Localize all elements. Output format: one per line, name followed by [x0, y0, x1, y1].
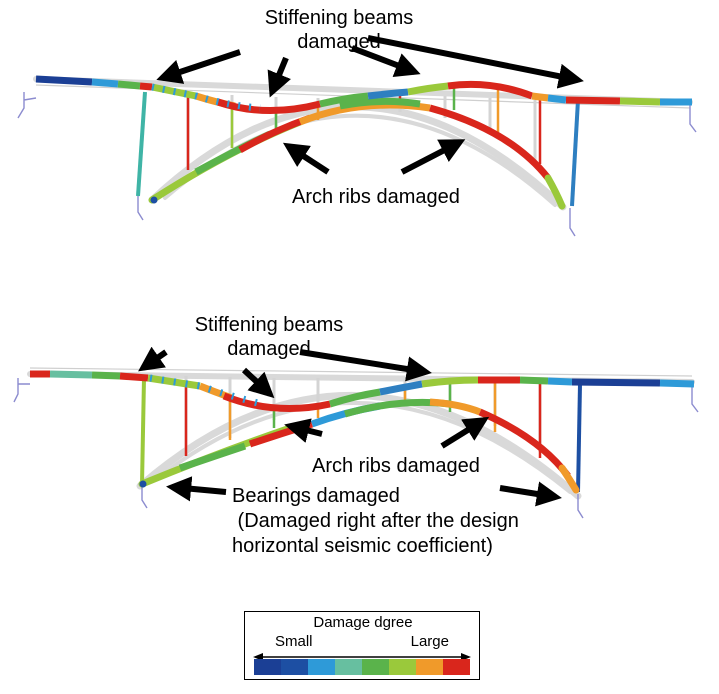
bottom-left-abutment — [13, 378, 30, 403]
legend-color-scale — [254, 659, 470, 675]
top-deck-blue-mid — [367, 88, 409, 100]
top-deck-green-4 — [407, 82, 449, 96]
legend-large-label: Large — [410, 633, 449, 650]
legend-swatch-6 — [389, 659, 416, 675]
bottom-stiffening-label-line1: Stiffening beams — [194, 314, 344, 336]
top-deck-green-3 — [319, 92, 369, 108]
top-bridge-model — [17, 35, 697, 237]
bottom-left-column — [140, 377, 146, 485]
top-right-abutment — [689, 104, 697, 133]
top-stiffening-label-line2: damaged — [297, 31, 381, 53]
top-right-column — [570, 99, 580, 207]
bottom-deck-green-2 — [328, 388, 381, 408]
top-deck-lightblue — [91, 78, 119, 88]
bottom-deck-speckle — [149, 374, 263, 408]
bottom-deck-red-1 — [119, 372, 149, 382]
top-arch-label: Arch ribs damaged — [292, 186, 460, 208]
bottom-deck-green-3 — [421, 376, 479, 388]
bottom-arch-rib-right — [478, 408, 571, 479]
legend-swatch-3 — [308, 659, 335, 675]
bottom-right-abutment — [691, 384, 699, 413]
bottom-right-pier-bearing — [577, 494, 584, 519]
bottom-bridge-model — [13, 346, 699, 519]
legend-title: Damage dgree — [313, 614, 413, 631]
bottom-deck-red-sag — [222, 392, 331, 412]
bottom-bearings-label-line3: horizontal seismic coefficient) — [232, 535, 493, 557]
legend-swatch-7 — [416, 659, 443, 675]
top-deck-blue-left — [35, 75, 93, 86]
top-arch-left-bearing — [150, 196, 158, 204]
bottom-bearings-label-line2: (Damaged right after the design — [232, 510, 519, 532]
bottom-arch-left-bearing — [139, 480, 147, 488]
bottom-deck-teal-left — [49, 370, 93, 379]
bottom-bearings-label: Bearings damaged (Damaged right after th… — [232, 484, 519, 559]
top-left-pier-bearing — [137, 196, 144, 221]
top-arch-rib-right-end — [544, 174, 566, 210]
bottom-deck-green-left — [91, 371, 121, 380]
bottom-deck-lightblue — [547, 377, 573, 386]
legend-swatch-5 — [362, 659, 389, 675]
bottom-undeformed-arch-2 — [153, 400, 572, 494]
top-deck-red-sag — [216, 98, 321, 115]
bottom-bearings-label-line1: Bearings damaged — [232, 485, 400, 507]
top-right-pier-bearing — [569, 208, 576, 237]
bottom-left-pier-bearing — [141, 486, 148, 509]
top-deck-red-2 — [565, 96, 621, 105]
bottom-stiffening-label: Stiffening beams damaged — [182, 313, 356, 361]
top-deck-green-5 — [619, 97, 661, 106]
legend-small-label: Small — [275, 633, 313, 650]
bottom-right-column — [576, 383, 582, 493]
top-arch-rib-crown-b — [339, 97, 421, 110]
top-arch-rib-right — [429, 104, 551, 181]
top-left-abutment — [17, 92, 37, 119]
top-annotation-arrows — [156, 35, 584, 175]
top-deck-speckle — [151, 83, 261, 112]
bottom-deck-lightblue-right — [659, 379, 695, 388]
legend-swatch-2 — [281, 659, 308, 675]
top-deck-lightblue-2 — [547, 94, 567, 104]
top-deck-red-hump — [447, 80, 534, 100]
legend-swatch-8 — [443, 659, 470, 675]
bottom-deck-green-4 — [519, 376, 549, 385]
bottom-deck-blue-mid — [379, 380, 423, 396]
bottom-annotation-arrows — [138, 346, 562, 507]
top-left-column — [136, 91, 147, 197]
legend-swatch-1 — [254, 659, 281, 675]
bottom-stiffening-label-line2: damaged — [227, 338, 311, 360]
bottom-deck-blue-right — [571, 378, 661, 387]
top-stiffening-label-line1: Stiffening beams — [264, 7, 414, 29]
bottom-arch-rib-left-b — [178, 442, 247, 472]
top-deck-orange-2 — [531, 92, 549, 102]
top-deck-red-1 — [139, 82, 153, 91]
top-stiffening-label: Stiffening beams damaged — [254, 6, 424, 54]
damage-legend: Damage dgree Small Large — [244, 611, 480, 680]
bottom-arch-label: Arch ribs damaged — [312, 455, 480, 477]
legend-swatch-4 — [335, 659, 362, 675]
top-deck-green-1 — [117, 80, 141, 90]
bottom-arch-rib-right-end — [558, 464, 580, 494]
bottom-arch-rib-crown-b — [429, 398, 482, 416]
